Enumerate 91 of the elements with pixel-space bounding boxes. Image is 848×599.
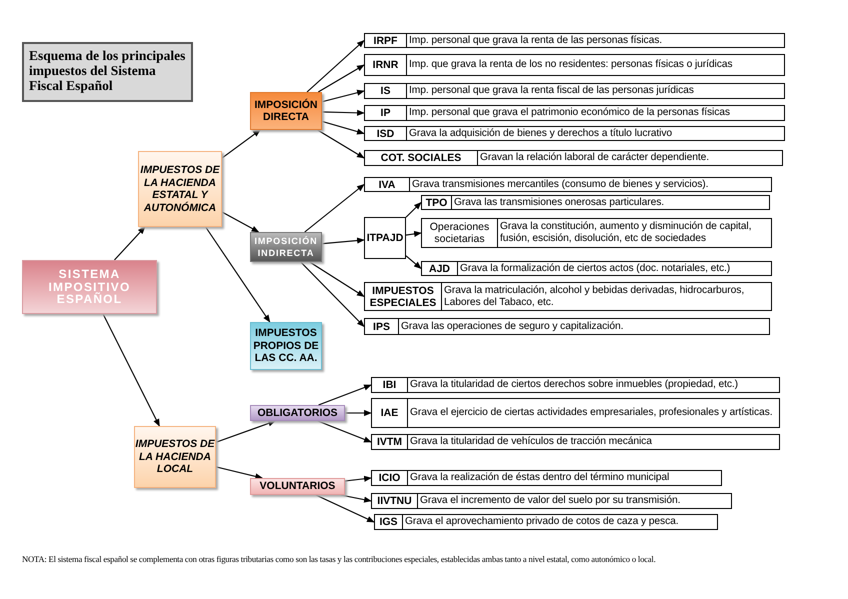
arrow [322, 237, 365, 244]
category-box: IMPUESTOS PROPIOS DE LAS CC. AA. [250, 322, 322, 370]
tax-description: Grava la matriculación, alcohol y bebidas derivadas, hidrocarburos, Labores del Tabaco, etc. [443, 284, 746, 310]
tax-row-box [364, 318, 770, 335]
arrow [102, 314, 160, 427]
category-box: VOLUNTARIOS [250, 478, 345, 495]
category-box: IMPUESTOS DE LA HACIENDA ESTATAL Y AUTONÓMICA [138, 151, 222, 227]
tax-description: Imp. que grava la renta de los no residentes: personas físicas o jurídicas [408, 58, 734, 72]
root-box: SISTEMA IMPOSITIVO ESPAÑOL [22, 260, 157, 314]
arrow [317, 130, 365, 158]
tax-acronym: Operaciones societarias [422, 219, 498, 247]
tax-description: Grava la constitución, aumento y disminución de capital, fusión, escisión, disolución, etc de sociedades [499, 220, 752, 246]
arrow [318, 420, 372, 443]
title: Esquema de los principales impuestos del Sistema Fiscal Español [22, 42, 193, 102]
note: NOTA: El sistema fiscal español se complementa con otras figuras tributarias como son las tasas y las contribuciones especiales, establecidas ambas tanto a nivel estatal, como autonómico o local. [22, 553, 657, 566]
category-box: OBLIGATORIOS [250, 405, 345, 421]
tax-acronym: IBI [372, 378, 408, 392]
tax-acronym: IRPF [365, 34, 407, 47]
tax-description: Grava el incremento de valor del suelo por su transmisión. [419, 494, 682, 508]
tax-description: Imp. personal que grava la renta de las personas físicas. [408, 34, 664, 47]
tax-acronym: IVTM [372, 435, 408, 449]
arrow [300, 262, 365, 328]
tax-acronym: IMPUESTOS ESPECIALES [365, 283, 442, 310]
tax-acronym: COT. SOCIALES [365, 151, 478, 165]
tax-description: Imp. personal que grava el patrimonio económico de la personas físicas [408, 106, 731, 120]
arrow [306, 40, 365, 92]
tax-acronym: IS [365, 84, 407, 98]
tax-row-box [374, 514, 718, 530]
tax-description: Grava el aprovechamiento privado de cotos de caza y pesca. [404, 515, 680, 529]
arrow [222, 130, 261, 159]
tax-box: ITPAJD [364, 217, 406, 259]
category-box: IMPUESTOS DE LA HACIENDA LOCAL [134, 426, 216, 488]
tax-description: Grava las transmisiones onerosas particulares. [453, 196, 666, 209]
tax-row-box [364, 150, 783, 166]
tax-description: Grava el ejercicio de ciertas actividades empresariales, profesionales y artísticas. [409, 406, 774, 420]
tax-acronym: IIVTNU [372, 494, 418, 508]
tax-row-box [421, 195, 770, 210]
tax-row-box [364, 33, 785, 48]
arrow [318, 64, 365, 92]
tax-acronym: IPS [365, 319, 399, 334]
tax-description: Grava la titularidad de ciertos derechos sobre inmuebles (propiedad, etc.) [409, 378, 739, 392]
arrow [304, 184, 365, 232]
arrow [316, 494, 375, 522]
tax-description: Grava la formalización de ciertos actos (doc. notariales, etc.) [459, 262, 732, 275]
tax-row-box [364, 282, 772, 311]
arrow [318, 384, 372, 406]
tax-row-box [364, 177, 772, 192]
tax-description: Grava transmisiones mercantiles (consumo de bienes y servicios). [411, 178, 710, 191]
tax-description: Grava las operaciones de seguro y capitalización. [400, 320, 624, 334]
arrow [216, 466, 263, 480]
tax-acronym: AJD [422, 262, 458, 275]
tax-acronym: IGS [375, 515, 403, 529]
tax-row-box [364, 126, 785, 141]
arrow [406, 202, 422, 218]
tax-row-box [421, 218, 772, 248]
tax-row-box [421, 261, 772, 276]
arrow [222, 212, 260, 232]
arrow [322, 120, 365, 135]
tax-description: Grava la realización de éstas dentro del término municipal [409, 471, 670, 485]
arrow [114, 226, 146, 260]
arrow [340, 494, 372, 503]
tax-acronym: ICIO [372, 471, 408, 485]
arrow [205, 226, 270, 323]
arrow [406, 230, 422, 237]
tax-description: Imp. personal que grava la renta fiscal de las personas jurídicas [408, 84, 695, 98]
arrow [345, 410, 372, 416]
arrow [322, 90, 365, 102]
arrow [216, 420, 276, 443]
tax-acronym: IP [365, 106, 407, 120]
tax-row-box [371, 377, 780, 393]
tax-acronym: IRNR [365, 55, 407, 75]
tax-description: Grava la adquisición de bienes y derechos a título lucrativo [408, 127, 674, 140]
tax-row-box [364, 83, 785, 99]
arrow [322, 110, 365, 116]
tax-row-box [364, 54, 785, 76]
category-box: IMPOSICIÓN DIRECTA [250, 92, 322, 130]
tax-description: Grava la titularidad de vehículos de tracción mecánica [409, 435, 653, 449]
tax-acronym: IAE [372, 399, 408, 427]
tax-row-box [364, 105, 785, 121]
tax-acronym: TPO [422, 196, 452, 209]
tax-acronym: IVA [365, 178, 410, 191]
tax-row-box [371, 434, 780, 450]
tax-acronym: ISD [365, 127, 407, 140]
tax-row-box [371, 398, 780, 428]
arrow [406, 255, 422, 269]
tax-row-box [371, 493, 732, 509]
tax-description: Gravan la relación laboral de carácter dependiente. [479, 151, 710, 165]
tax-row-box [371, 470, 722, 486]
arrow [344, 476, 372, 482]
arrow [309, 262, 365, 297]
category-box: IMPOSICIÓN INDIRECTA [250, 232, 322, 262]
